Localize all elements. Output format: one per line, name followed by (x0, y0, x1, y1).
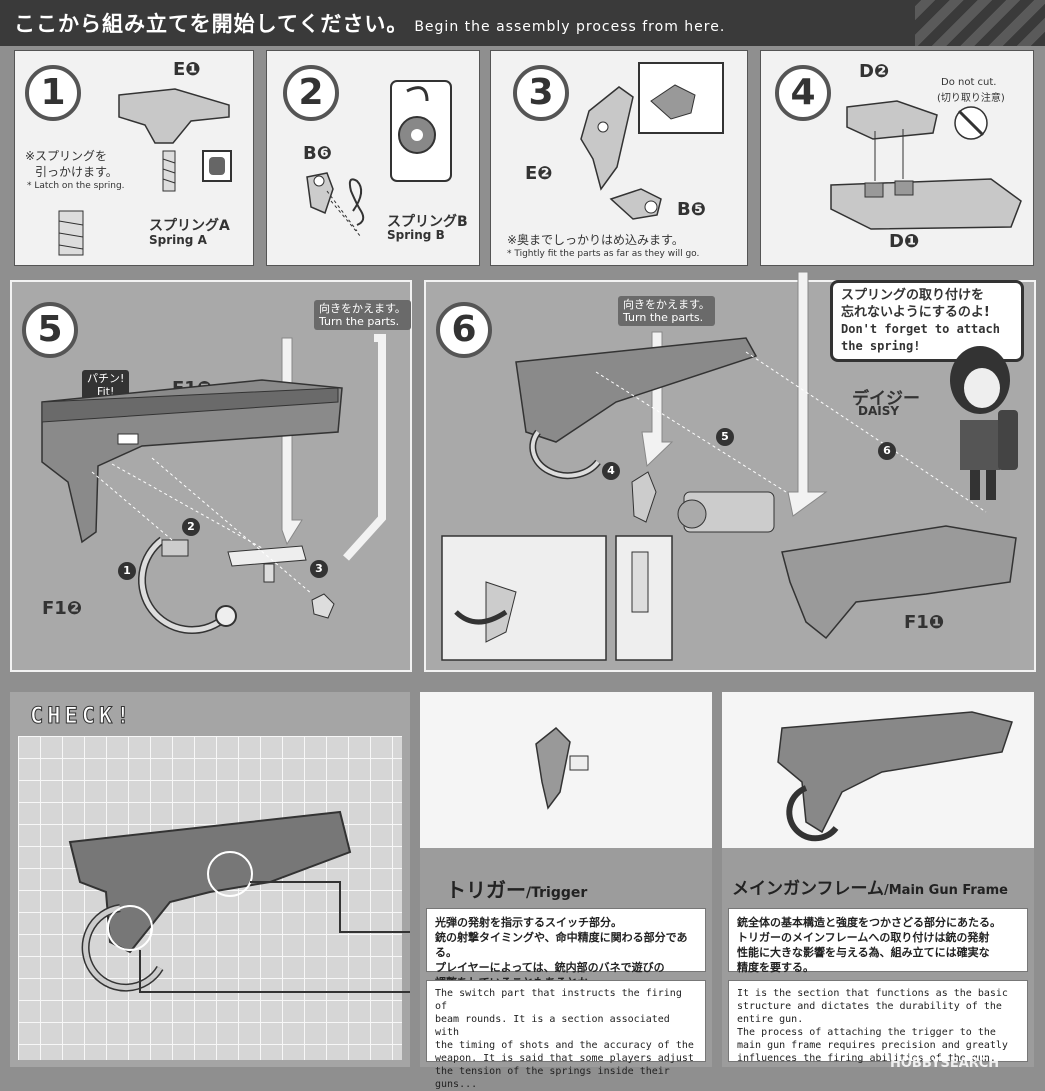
step-6-illustration (441, 271, 1017, 661)
header-stripes (915, 0, 1045, 46)
step-3-panel: 3 E❷ B❺ ※奥までしっかりはめ込みます。 * Tightly fit th… (490, 50, 748, 266)
trigger-desc-en: The switch part that instructs the firin… (426, 980, 706, 1090)
daisy-character-icon (950, 346, 1018, 500)
step-1-note-jp-1: ※スプリングを (25, 149, 108, 163)
step-5-turn-tag: 向きをかえます。 Turn the parts. (314, 300, 411, 330)
step-1-illustration (58, 88, 232, 256)
step-5-callout-2: 2 (182, 518, 200, 536)
check-grid (18, 736, 402, 1060)
step-3-part-b5: B❺ (677, 199, 706, 220)
step-2-panel: 2 B❻ スプリングB Spring B (266, 50, 480, 266)
step-6-callout-6: 6 (878, 442, 896, 460)
trigger-part-illustration (420, 692, 712, 848)
step-5-illustration (41, 334, 386, 634)
step-3-note-jp: ※奥までしっかりはめ込みます。 (507, 233, 684, 247)
step-6-number: 6 (436, 302, 492, 358)
step-1-note-jp-2: 引っかけます。 (35, 165, 118, 179)
frame-part-illustration (722, 692, 1034, 848)
step-3-illustration (580, 62, 724, 220)
trigger-desc-jp: 光弾の発射を指示するスイッチ部分。 銃の射撃タイミングや、命中精度に関わる部分で… (426, 908, 706, 989)
frame-title: メインガンフレーム/Main Gun Frame (732, 879, 1008, 899)
daisy-name-en: DAISY (858, 404, 900, 418)
spring-b-label-en: Spring B (387, 228, 445, 242)
spring-a-label-en: Spring A (149, 233, 207, 247)
step-5-callout-1: 1 (118, 562, 136, 580)
step-3-number: 3 (513, 65, 569, 121)
hobbysearch-watermark: HOBBYSEARCH (890, 1056, 1000, 1071)
step-1-part-label: E❶ (173, 59, 201, 80)
check-title: CHECK! (29, 704, 134, 730)
step-5-panel: 5 向きをかえます。 Turn the parts. F1❼ パチン! Fit!… (10, 280, 412, 672)
header-title: ここから組み立てを開始してください。Begin the assembly pro… (14, 12, 726, 36)
step-4-illustration (830, 100, 1022, 230)
frame-desc-en: It is the section that functions as the … (728, 980, 1028, 1064)
step-4-panel: 4 D❷ Do not cut. (切り取り注意) D❶ (760, 50, 1034, 266)
step-5-number: 5 (22, 302, 78, 358)
header-title-en: Begin the assembly process from here. (414, 19, 726, 35)
step-6-callout-4: 4 (602, 462, 620, 480)
frame-info-panel: メインガンフレーム/Main Gun Frame 銃全体の基本構造と強度をつかさ… (722, 692, 1034, 1067)
step-6-callout-5: 5 (716, 428, 734, 446)
frame-desc-jp: 銃全体の基本構造と強度をつかさどる部分にあたる。 トリガーのメインフレームへの取… (728, 908, 1028, 974)
step-4-part-d1: D❶ (889, 231, 920, 252)
step-3-part-e2: E❷ (525, 163, 553, 184)
trigger-info-panel: トリガー/Trigger 光弾の発射を指示するスイッチ部分。 銃の射撃タイミング… (420, 692, 712, 1090)
page-header: ここから組み立てを開始してください。Begin the assembly pro… (0, 0, 1045, 46)
check-gun-illustration (68, 810, 410, 993)
step-1-number: 1 (25, 65, 81, 121)
step-4-cut-en: Do not cut. (941, 77, 997, 88)
daisy-speech-bubble: スプリングの取り付けを 忘れないようにするのよ! Don't forget to… (830, 280, 1024, 362)
step-2-illustration (306, 80, 452, 238)
step-3-note-en: * Tightly fit the parts as far as they w… (507, 249, 700, 259)
spring-b-label-jp: スプリングB (387, 214, 468, 230)
trigger-title: トリガー/Trigger (446, 878, 588, 902)
step-5-callout-3: 3 (310, 560, 328, 578)
daisy-name-jp: デイジー (852, 389, 920, 409)
check-panel: CHECK! (10, 692, 410, 1067)
step-2-part-label: B❻ (303, 143, 332, 164)
step-2-number: 2 (283, 65, 339, 121)
step-6-turn-tag: 向きをかえます。 Turn the parts. (618, 296, 715, 326)
step-4-cut-jp: (切り取り注意) (937, 93, 1005, 104)
spring-a-label-jp: スプリングA (149, 218, 230, 234)
step-6-part-f1-1: F1❶ (904, 612, 945, 633)
step-5-part-f1-2: F1❷ (42, 598, 83, 619)
step-4-part-d2: D❷ (859, 61, 890, 82)
step-1-note-en: * Latch on the spring. (27, 181, 125, 191)
step-4-number: 4 (775, 65, 831, 121)
step-1-panel: 1 E❶ ※スプリングを 引っかけます。 * Latch on the spri… (14, 50, 254, 266)
